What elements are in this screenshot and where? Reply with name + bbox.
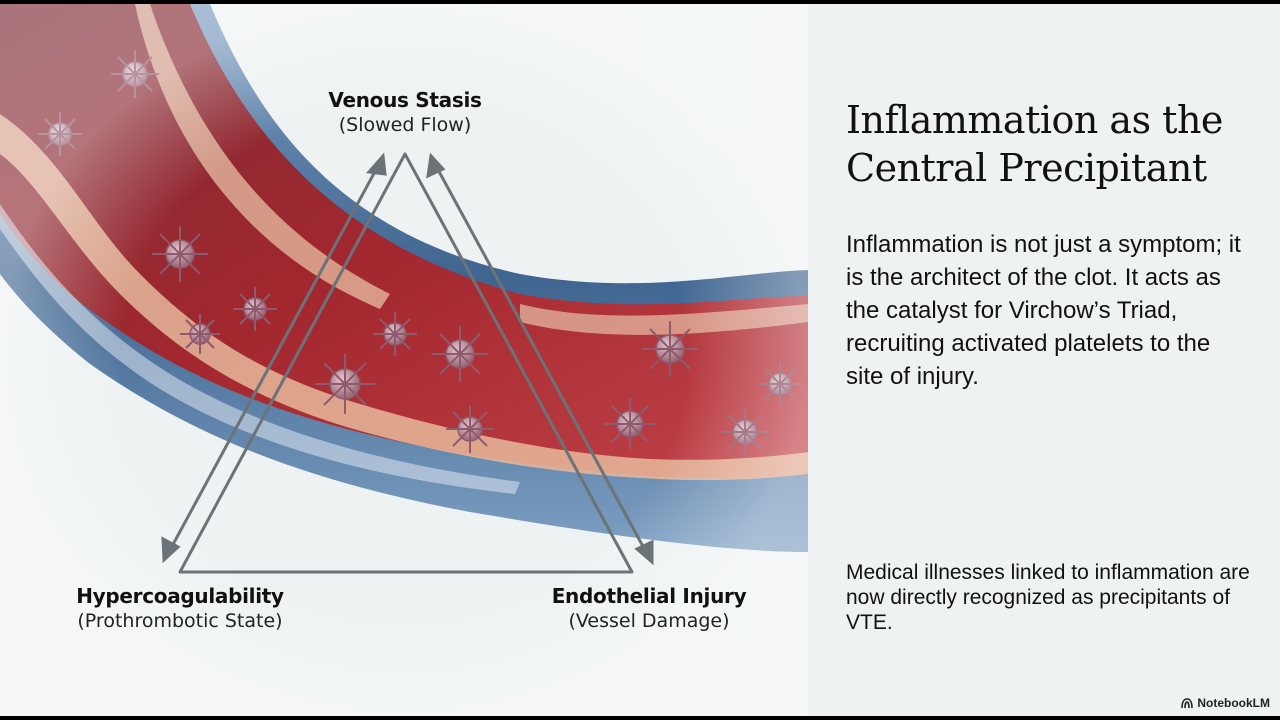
vertex-subtitle: (Slowed Flow) <box>338 114 472 136</box>
triad-arrows <box>161 152 654 566</box>
vertex-subtitle: (Prothrombotic State) <box>77 610 283 632</box>
vertex-title: Venous Stasis <box>328 88 482 112</box>
slide-title: Inflammation as the Central Precipitant <box>846 98 1223 190</box>
vertex-venous-stasis: Venous Stasis (Slowed Flow) <box>328 88 482 136</box>
notebooklm-brand: NotebookLM <box>1181 696 1270 710</box>
notebooklm-logo-icon <box>1181 698 1194 709</box>
vertex-title: Endothelial Injury <box>551 584 747 608</box>
slide-note: Medical illnesses linked to inflammation… <box>846 561 1250 634</box>
slide: Venous Stasis (Slowed Flow) Hypercoagula… <box>0 4 1280 716</box>
vertex-subtitle: (Vessel Damage) <box>568 610 730 632</box>
text-panel: Inflammation as the Central Precipitant … <box>846 4 1266 716</box>
vein-illustration <box>0 4 808 716</box>
vertex-endothelial-injury: Endothelial Injury (Vessel Damage) <box>552 584 747 632</box>
vertex-title: Hypercoagulability <box>76 584 284 608</box>
vertex-hypercoagulability: Hypercoagulability (Prothrombotic State) <box>76 584 284 632</box>
brand-label: NotebookLM <box>1197 696 1270 710</box>
slide-body-text: Inflammation is not just a symptom; it i… <box>846 231 1241 390</box>
triad-labels: Venous Stasis (Slowed Flow) Hypercoagula… <box>0 4 808 716</box>
virchows-triad-triangle <box>178 152 634 574</box>
